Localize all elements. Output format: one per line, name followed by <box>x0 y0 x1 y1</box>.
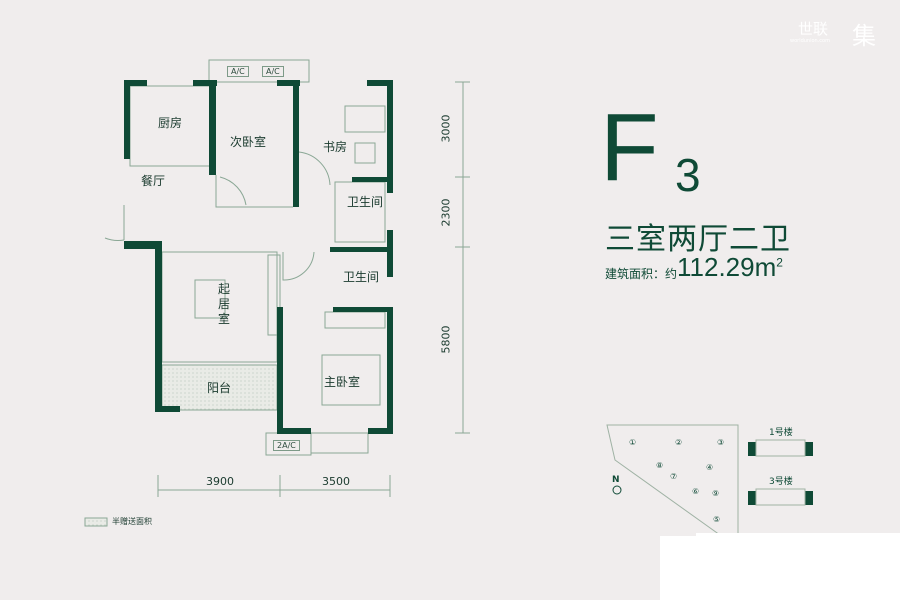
ac-unit-label: 2A/C <box>273 440 300 451</box>
legend-label: 半赠送面积 <box>112 517 152 526</box>
room-study: 书房 <box>323 140 348 154</box>
room-bedroom2: 次卧室 <box>230 135 267 149</box>
dimension-label: 5800 <box>439 325 453 354</box>
living-char: 起 <box>218 282 231 296</box>
site-building-number: ③ <box>717 438 725 447</box>
walls <box>124 80 393 434</box>
living-char: 室 <box>218 312 231 326</box>
north-label: N <box>612 475 620 485</box>
site-building-number: ⑦ <box>670 472 678 481</box>
building-1-label: 1号楼 <box>769 428 793 438</box>
blank-overlay <box>696 533 900 600</box>
site-building-number: ⑨ <box>712 489 720 498</box>
room-master-bedroom: 主卧室 <box>324 375 361 389</box>
balcony-area <box>161 364 278 411</box>
dimension-label: 3500 <box>322 475 350 488</box>
dimension-label: 2300 <box>439 198 453 227</box>
living-char: 居 <box>218 297 231 311</box>
ac-unit-label: A/C <box>262 66 284 77</box>
site-building-number: ② <box>675 438 683 447</box>
room-dining: 餐厅 <box>141 174 166 188</box>
unit-letter: F <box>600 94 659 201</box>
brand-name: 世联 <box>798 20 829 38</box>
site-map <box>606 424 813 536</box>
room-kitchen: 厨房 <box>158 116 183 130</box>
site-building-number: ⑧ <box>656 461 664 470</box>
dimension-label: 3900 <box>206 475 234 488</box>
area-unit-sup: 2 <box>776 255 783 270</box>
blank-overlay <box>660 536 700 600</box>
ac-unit-label: A/C <box>227 66 249 77</box>
dimension-label: 3000 <box>439 114 453 143</box>
room-bath1: 卫生间 <box>347 195 384 209</box>
site-building-number: ① <box>629 438 637 447</box>
room-living: 起居室 <box>218 282 231 327</box>
area-value: 112.29m2 <box>677 252 783 283</box>
unit-number: 3 <box>675 149 701 201</box>
brand-sub: worldunion.com <box>790 38 830 44</box>
room-bath2: 卫生间 <box>343 270 380 284</box>
unit-layout: 三室两厅二卫 <box>605 222 791 257</box>
building-3-label: 3号楼 <box>769 477 793 487</box>
area-label: 建筑面积：约 <box>605 267 678 281</box>
site-building-number: ④ <box>706 463 714 472</box>
dimension-lines <box>84 81 470 527</box>
site-building-number: ⑥ <box>692 487 700 496</box>
room-balcony: 阳台 <box>207 381 232 395</box>
area-number: 112.29m <box>677 252 777 282</box>
site-building-number: ⑤ <box>713 515 721 524</box>
brand-mark: 集 <box>852 22 876 50</box>
